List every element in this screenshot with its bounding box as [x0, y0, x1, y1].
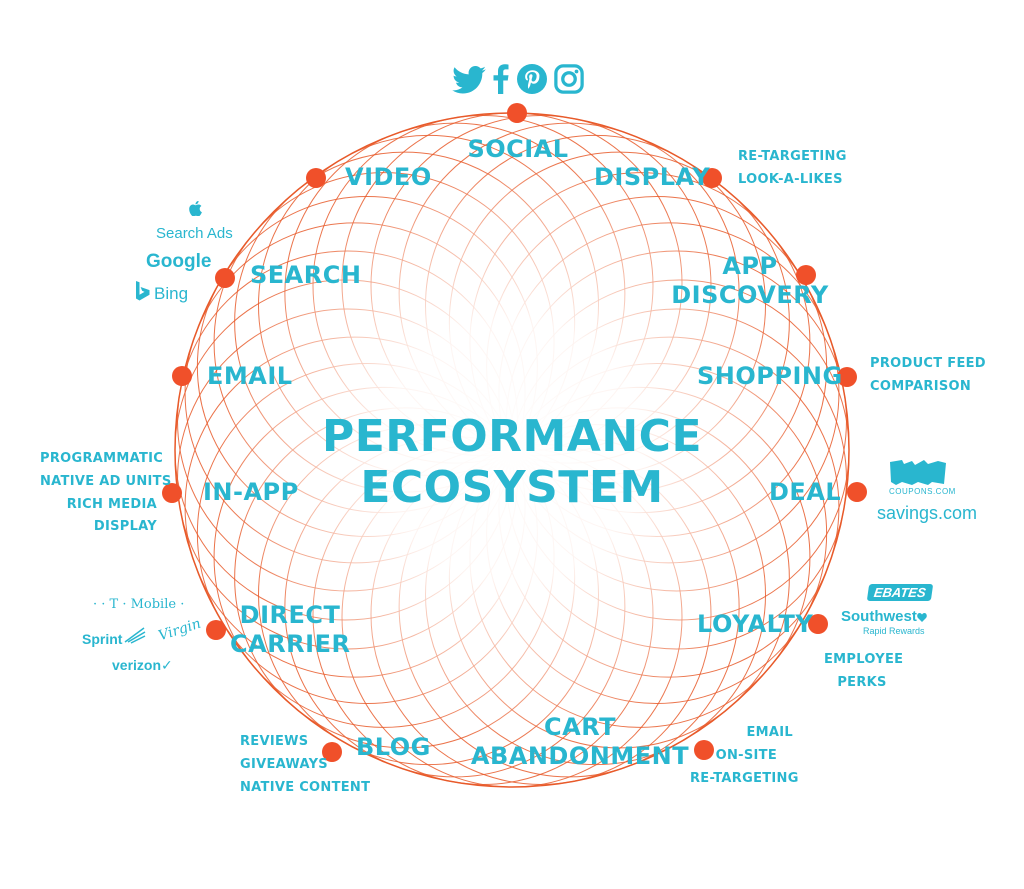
coupons-logo-text: COUPONS.COM	[889, 487, 956, 496]
dot-email	[172, 366, 192, 386]
node-shopping: SHOPPING	[697, 362, 843, 390]
shopping-detail: COMPARISON	[870, 378, 972, 394]
sprint-logo: Sprint	[82, 631, 123, 647]
dot-search	[215, 268, 235, 288]
loyalty-details: EMPLOYEE PERKS	[824, 649, 904, 695]
ebates-logo: EBATES	[866, 584, 933, 601]
node-deal: DEAL	[769, 478, 842, 506]
dot-shopping	[837, 367, 857, 387]
display-details: RE-TARGETING LOOK-A-LIKES	[738, 146, 847, 192]
southwest-logo: Southwest	[841, 608, 917, 625]
dot-video	[306, 168, 326, 188]
twitter-icon	[452, 66, 486, 94]
node-search: SEARCH	[250, 261, 362, 289]
dot-blog	[322, 742, 342, 762]
node-direct-carrier-line1: DIRECT	[239, 601, 341, 629]
node-in-app: IN-APP	[203, 478, 299, 506]
savings-logo: savings.com	[877, 503, 978, 523]
display-detail: LOOK-A-LIKES	[738, 171, 843, 187]
node-direct-carrier: DIRECT CARRIER	[230, 601, 350, 659]
in-app-detail: NATIVE AD UNITS	[40, 473, 172, 489]
shopping-details: PRODUCT FEED COMPARISON	[870, 353, 986, 399]
in-app-details: PROGRAMMATIC NATIVE AD UNITS RICH MEDIA …	[40, 448, 172, 539]
cart-detail: RE-TARGETING	[690, 770, 799, 786]
display-detail: RE-TARGETING	[738, 149, 847, 164]
loyalty-detail: EMPLOYEE	[824, 652, 904, 667]
tmobile-logo: · · T · Mobile ·	[93, 597, 185, 612]
node-video: VIDEO	[345, 163, 432, 191]
blog-details: REVIEWS GIVEAWAYS NATIVE CONTENT	[240, 731, 370, 799]
node-cart-line2: ABANDONMENT	[470, 741, 690, 770]
node-cart-abandonment: CART ABANDONMENT	[470, 713, 690, 771]
facebook-icon	[493, 64, 509, 94]
dot-in-app	[162, 483, 182, 503]
instagram-icon	[554, 64, 584, 94]
node-blog: BLOG	[356, 733, 431, 761]
dot-direct-carrier	[206, 620, 226, 640]
coupons-logo-mark	[890, 460, 946, 485]
dot-loyalty	[808, 614, 828, 634]
loyalty-detail: PERKS	[837, 674, 887, 690]
node-dots	[162, 103, 867, 762]
cart-detail: ON-SITE	[715, 747, 777, 763]
blog-detail: REVIEWS	[240, 734, 309, 749]
dot-display	[702, 168, 722, 188]
blog-detail: NATIVE CONTENT	[240, 779, 371, 795]
in-app-detail: DISPLAY	[93, 519, 157, 535]
title-line1: PERFORMANCE	[321, 411, 703, 462]
verizon-logo: verizon✓	[112, 657, 173, 673]
rapid-rewards-label: Rapid Rewards	[863, 626, 925, 636]
node-app-discovery-line2: DISCOVERY	[671, 280, 829, 309]
node-loyalty: LOYALTY	[697, 610, 814, 638]
search-ads-label: Search Ads	[156, 225, 233, 242]
shopping-detail: PRODUCT FEED	[870, 356, 986, 371]
diagram-title: PERFORMANCE ECOSYSTEM	[312, 411, 712, 513]
pinterest-icon	[517, 64, 547, 94]
google-logo: Google	[146, 251, 212, 272]
sprint-icon	[124, 627, 146, 644]
bing-icon	[136, 281, 150, 301]
node-app-discovery-line1: APP	[722, 252, 778, 280]
in-app-detail: RICH MEDIA	[66, 496, 157, 512]
heart-icon	[917, 613, 927, 622]
title-line2: ECOSYSTEM	[360, 461, 664, 513]
cart-detail: EMAIL	[746, 725, 793, 740]
node-social: SOCIAL	[467, 135, 569, 163]
apple-icon	[189, 201, 202, 216]
node-app-discovery: APP DISCOVERY	[670, 252, 830, 310]
in-app-detail: PROGRAMMATIC	[40, 451, 164, 466]
dot-app-discovery	[796, 265, 816, 285]
node-cart-line1: CART	[544, 713, 616, 741]
bing-logo: Bing	[154, 284, 189, 303]
dot-social	[507, 103, 527, 123]
cart-details: EMAIL ON-SITE RE-TARGETING	[690, 722, 799, 790]
dot-cart-abandonment	[694, 740, 714, 760]
node-email: EMAIL	[207, 362, 293, 390]
node-display: DISPLAY	[594, 163, 711, 191]
blog-detail: GIVEAWAYS	[240, 756, 328, 772]
dot-deal	[847, 482, 867, 502]
node-direct-carrier-line2: CARRIER	[230, 629, 351, 658]
